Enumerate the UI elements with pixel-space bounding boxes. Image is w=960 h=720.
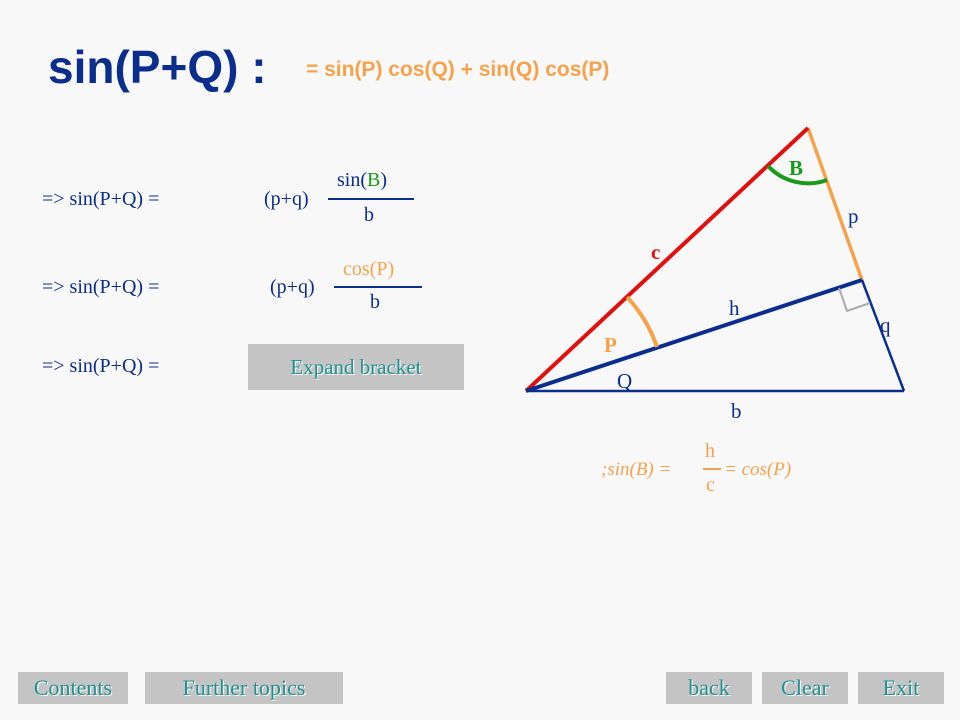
- side-c: [524, 126, 810, 393]
- angle-B-arc: [766, 164, 828, 186]
- step-2-lhs: => sin(P+Q) =: [42, 276, 160, 298]
- back-button[interactable]: back: [666, 672, 752, 704]
- identity-formula: = sin(P) cos(Q) + sin(Q) cos(P): [306, 58, 610, 81]
- label-p: p: [848, 204, 859, 228]
- note-numerator: h: [705, 440, 715, 462]
- step-1-numerator: sin(B): [337, 169, 387, 192]
- note-prefix: ;sin(B) =: [601, 459, 672, 480]
- label-b: b: [731, 399, 742, 423]
- note-suffix: = cos(P): [724, 459, 792, 480]
- step-1-denominator: b: [364, 204, 374, 226]
- step-1-factor: (p+q): [264, 188, 309, 210]
- side-q: [860, 279, 906, 392]
- clear-button[interactable]: Clear: [762, 672, 848, 704]
- step-1-fraction-bar: [328, 198, 414, 200]
- step-3-lhs: => sin(P+Q) =: [42, 355, 160, 377]
- step-1-num-angle: B: [367, 169, 381, 191]
- step-2-factor: (p+q): [270, 276, 315, 298]
- label-h: h: [729, 296, 740, 320]
- expand-bracket-button[interactable]: Expand bracket: [248, 344, 464, 390]
- side-p: [806, 127, 864, 281]
- label-Q: Q: [617, 369, 633, 393]
- label-B: B: [789, 156, 804, 180]
- step-1-num-pre: sin(: [337, 169, 367, 191]
- angle-P-arc: [625, 295, 659, 348]
- step-1-num-post: ): [380, 169, 388, 191]
- right-angle-marker: [838, 287, 871, 313]
- step-2-numerator: cos(P): [343, 258, 395, 280]
- further-topics-button[interactable]: Further topics: [145, 672, 343, 704]
- altitude-h: [525, 278, 863, 393]
- note-denominator: c: [706, 474, 715, 496]
- step-2-fraction-bar: [334, 286, 422, 288]
- step-2-denominator: b: [370, 291, 380, 313]
- contents-button[interactable]: Contents: [18, 672, 128, 704]
- label-q: q: [880, 313, 891, 337]
- note-fraction-bar: [703, 468, 721, 470]
- page-title: sin(P+Q) :: [48, 41, 267, 93]
- label-c: c: [651, 240, 661, 264]
- step-1-lhs: => sin(P+Q) =: [42, 188, 160, 210]
- label-P: P: [604, 333, 617, 357]
- exit-button[interactable]: Exit: [858, 672, 944, 704]
